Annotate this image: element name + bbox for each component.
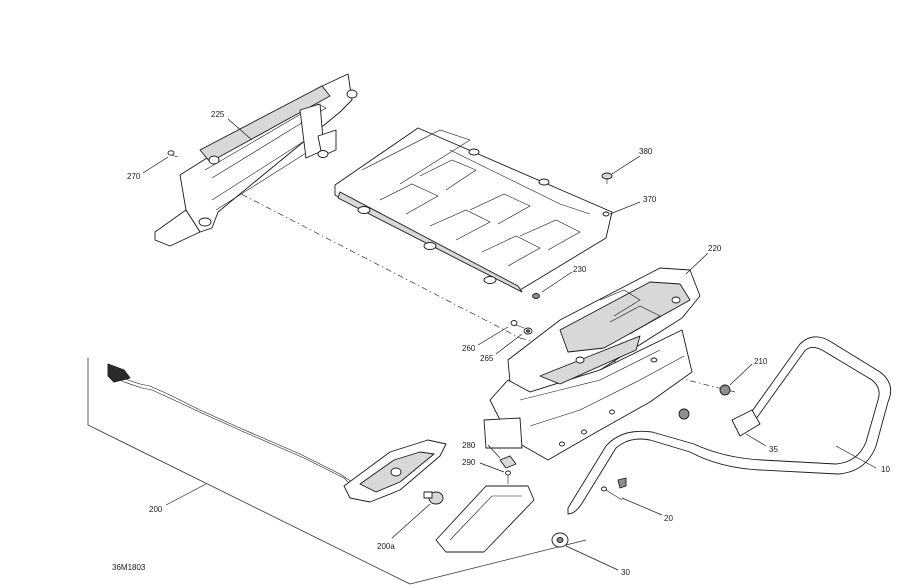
- callout-380: 380: [639, 147, 653, 156]
- part-225-bracket: [154, 73, 358, 247]
- callout-280: 280: [462, 441, 476, 450]
- callout-220: 220: [708, 244, 722, 253]
- part-290-screw: [505, 470, 511, 484]
- part-265-washer: [523, 327, 533, 335]
- callout-225: 225: [211, 110, 225, 119]
- part-20-rivet: [601, 477, 627, 501]
- part-10-handle: [567, 336, 892, 515]
- callout-35: 35: [769, 445, 778, 454]
- part-210-grommet: [678, 384, 731, 420]
- part-260-screw: [510, 320, 525, 329]
- part-270-screw: [167, 150, 179, 158]
- part-200a-bulb: [423, 491, 444, 505]
- callout-260: 260: [462, 344, 476, 353]
- callout-30: 30: [621, 568, 630, 577]
- callout-270: 270: [127, 172, 141, 181]
- callout-20: 20: [664, 514, 673, 523]
- callout-10: 10: [881, 465, 890, 474]
- callout-230: 230: [573, 265, 587, 274]
- part-380-clip: [601, 172, 613, 184]
- callout-290: 290: [462, 458, 476, 467]
- callout-370: 370: [643, 195, 657, 204]
- part-30-clamp: [551, 532, 569, 548]
- callout-210: 210: [754, 357, 768, 366]
- leader-lines: [142, 118, 877, 571]
- callout-265: 265: [480, 354, 494, 363]
- part-220-housing: [483, 267, 701, 461]
- callout-200a: 200a: [377, 542, 395, 551]
- part-230-nut: [532, 293, 540, 299]
- part-280-clip: [499, 455, 517, 469]
- reflector-lens: [435, 485, 535, 553]
- reference-frame: [87, 358, 587, 585]
- diagram-code: 36M1803: [112, 563, 146, 572]
- callout-200: 200: [149, 505, 163, 514]
- part-200-tail-light: [107, 363, 447, 503]
- part-370-skid-plate: [334, 127, 613, 293]
